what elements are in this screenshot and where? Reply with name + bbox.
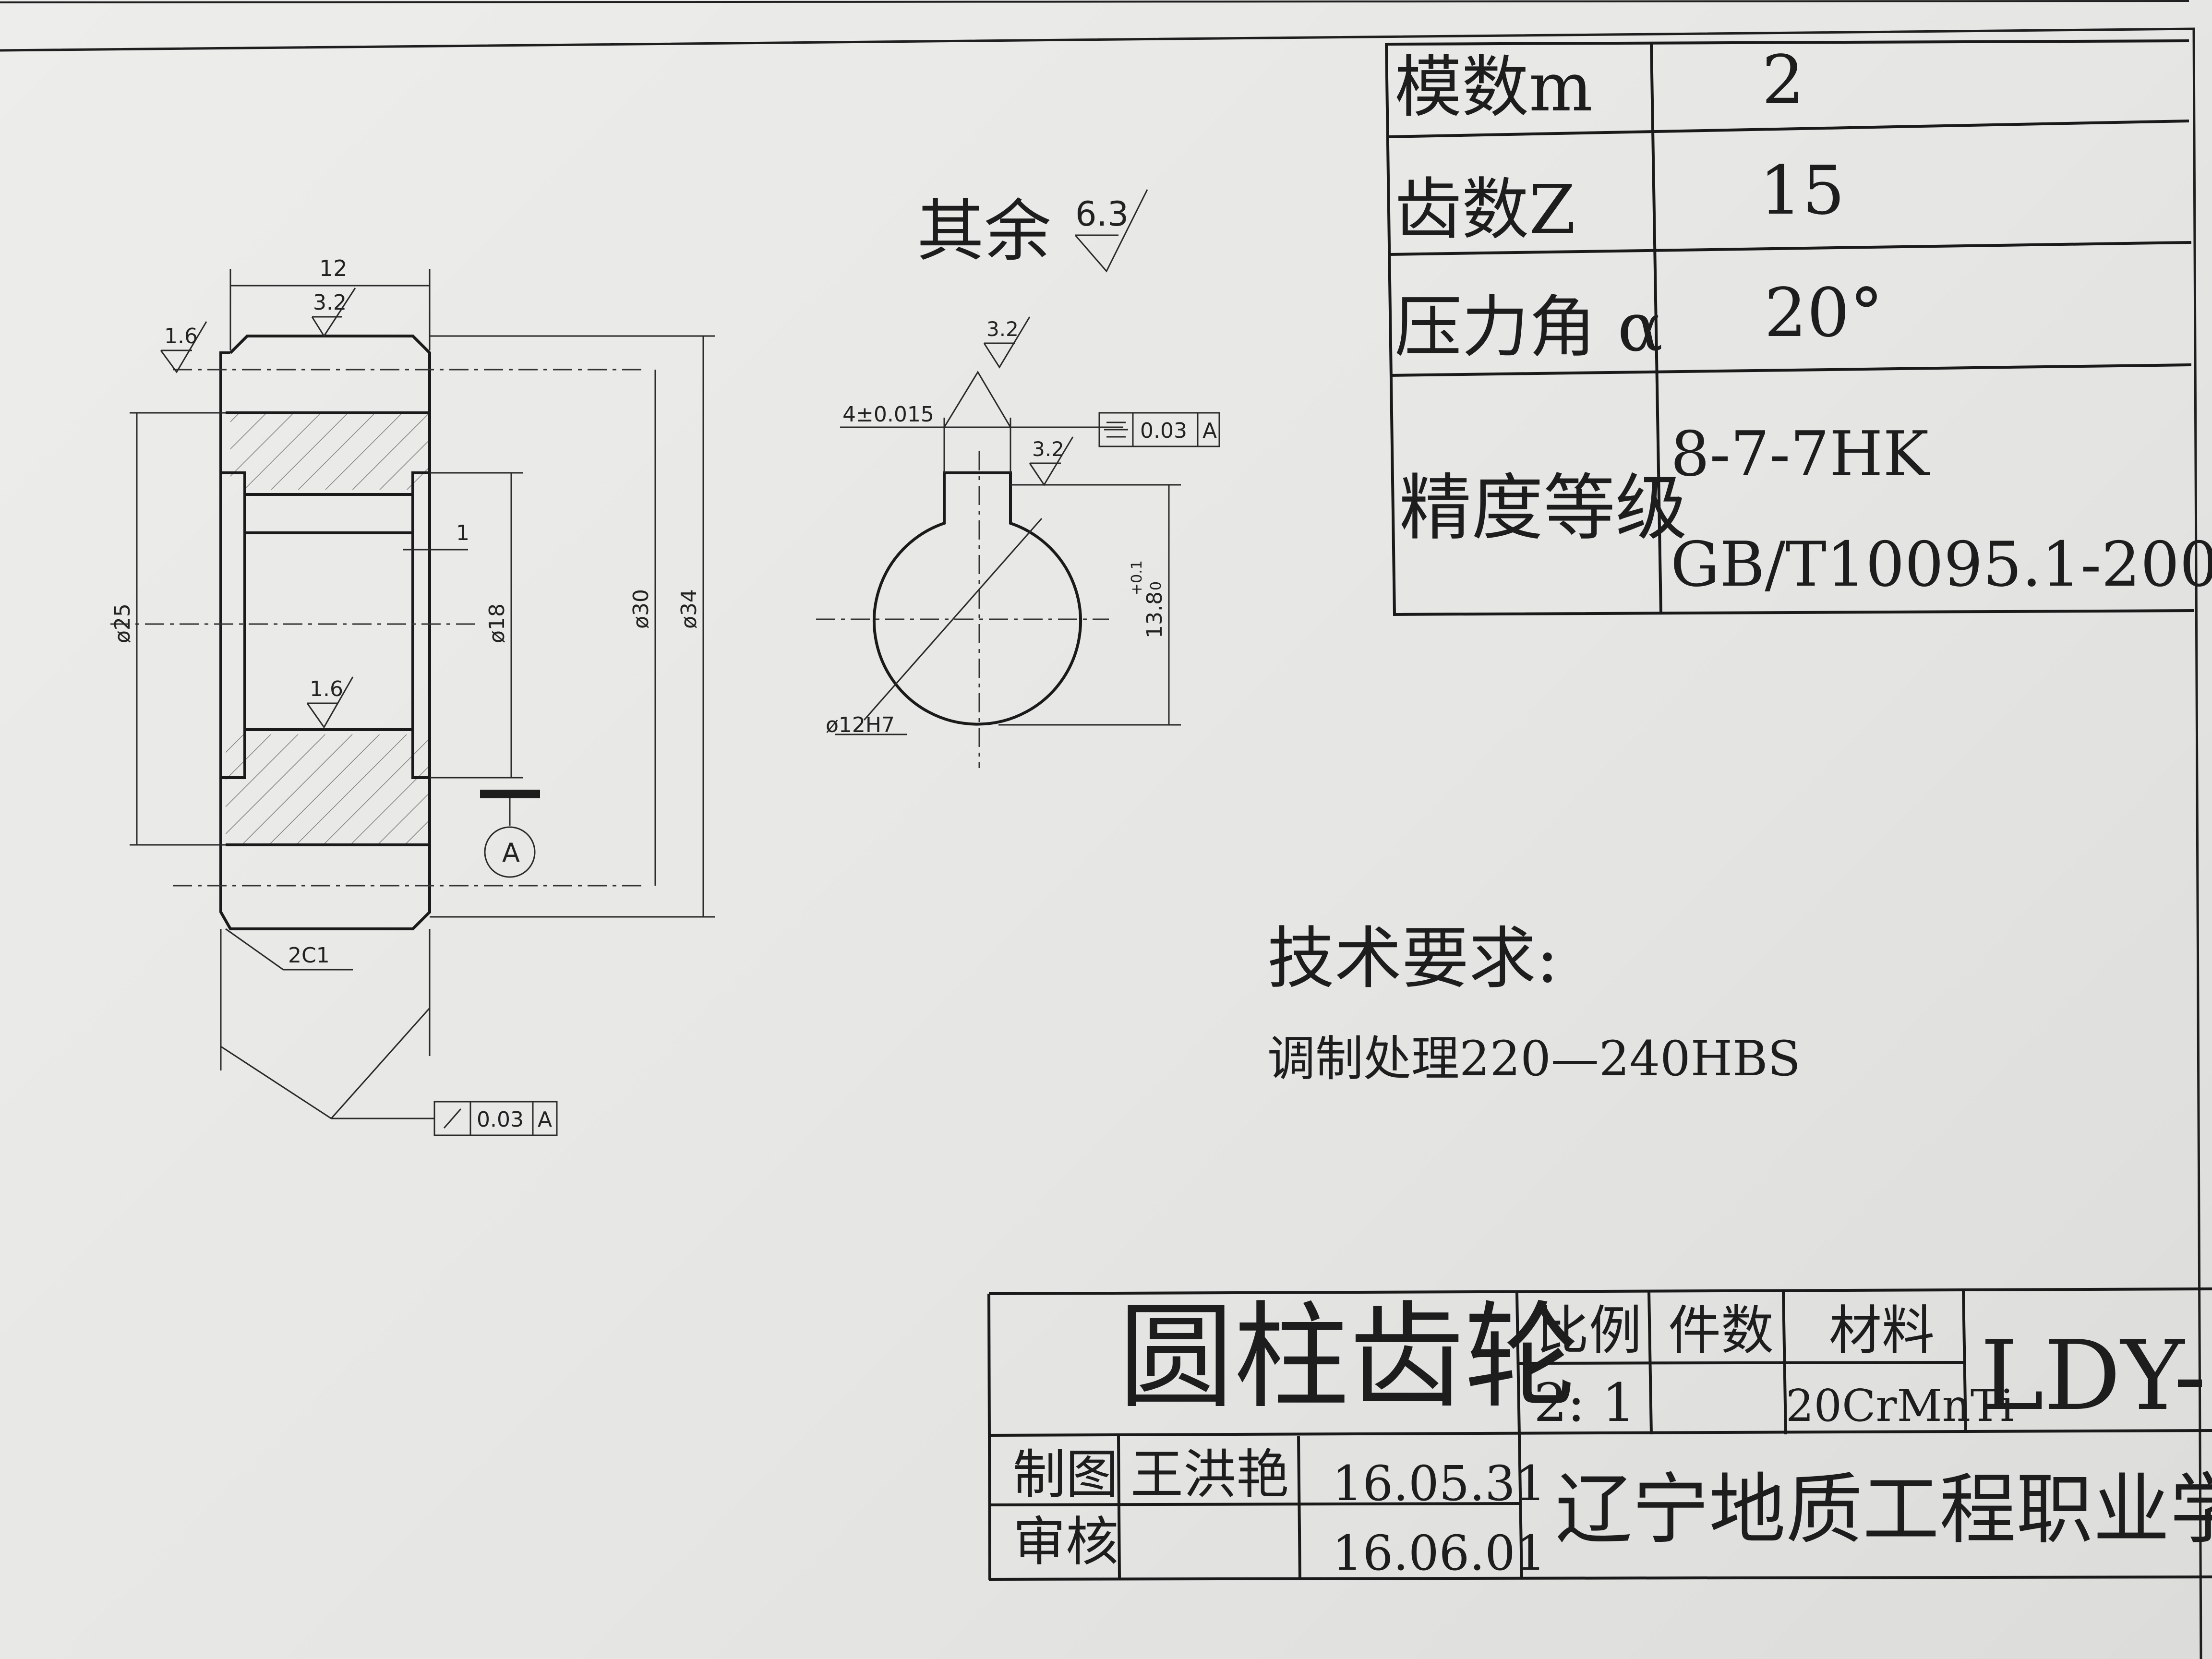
bore-keyway-view: ø12H7 4±0.015 3.2 3.2 0.03 A [816, 316, 1220, 768]
roughness-note-prefix: 其余 [917, 192, 1051, 271]
drawn-label: 制图 [1013, 1444, 1118, 1505]
pressure-angle-label: 压力角 α [1395, 289, 1663, 367]
pressure-angle-value: 20° [1764, 274, 1883, 352]
title-block: 圆柱齿轮 比例 2: 1 件数 材料 20CrMnTi LDY-0 制图 王洪艳… [987, 1287, 2212, 1581]
dia-25-dimension: ø25 [110, 603, 135, 643]
general-roughness-note: 其余 6.3 [917, 189, 1148, 273]
roughness-key-top: 3.2 [986, 317, 1019, 341]
width-dimension: 12 [319, 255, 348, 281]
keyway-tol-upper: +0.1 [1129, 560, 1145, 595]
roughness-bore: 1.6 [310, 677, 343, 701]
scale-value: 2: 1 [1534, 1372, 1635, 1433]
module-value: 2 [1762, 41, 1804, 120]
scale-label: 比例 [1536, 1300, 1642, 1361]
teeth-value: 15 [1759, 152, 1845, 230]
roughness-top: 3.2 [313, 290, 347, 315]
module-label: 模数m [1395, 48, 1593, 127]
material-value: 20CrMnTi [1786, 1380, 2014, 1431]
symmetry-tolerance-frame: 0.03 A [1098, 412, 1220, 447]
part-name: 圆柱齿轮 [1118, 1290, 1579, 1424]
school-name: 辽宁地质工程职业学院 [1555, 1465, 2212, 1554]
key-width-dimension: 4±0.015 [842, 402, 934, 427]
material-label: 材料 [1829, 1300, 1935, 1361]
bore-diameter: ø12H7 [826, 713, 895, 737]
tech-req-title: 技术要求: [1267, 920, 1559, 998]
runout-tolerance-frame: 0.03 A [433, 1101, 558, 1136]
step-dimension: 1 [456, 521, 469, 545]
dia-18-dimension: ø18 [485, 603, 509, 643]
gear-section-view: 12 3.2 1.6 1.6 ø25 ø18 ø30 ø34 1 A [110, 255, 715, 1136]
symmetry-datum: A [1202, 419, 1217, 443]
roughness-key-side: 3.2 [1032, 437, 1064, 461]
tech-req-item: 调制处理220—240HBS [1267, 1031, 1801, 1087]
checked-date: 16.06.01 [1332, 1525, 1546, 1581]
symmetry-symbol-icon [1104, 421, 1128, 438]
runout-tolerance: 0.03 [477, 1107, 524, 1132]
runout-datum: A [538, 1107, 552, 1132]
drawn-date: 16.05.31 [1332, 1455, 1546, 1512]
quantity-label: 件数 [1668, 1300, 1774, 1361]
teeth-label: 齿数Z [1395, 171, 1575, 249]
drawing-number: LDY-0 [1980, 1320, 2212, 1432]
drawn-name: 王洪艳 [1130, 1444, 1289, 1505]
roughness-note-value: 6.3 [1075, 194, 1129, 234]
technical-requirements: 技术要求: 调制处理220—240HBS [1267, 920, 1801, 1087]
dia-34-dimension: ø34 [677, 589, 701, 629]
dia-30-dimension: ø30 [629, 589, 653, 629]
roughness-left: 1.6 [164, 324, 198, 349]
keyway-depth: 13.8 [1142, 591, 1167, 638]
paper-edge [0, 0, 2189, 3]
symmetry-tolerance: 0.03 [1140, 419, 1187, 443]
gear-parameter-table: 模数m 2 齿数Z 15 压力角 α 20° 精度等级 8-7-7HK GB/T… [1385, 39, 2212, 616]
chamfer-note: 2C1 [288, 943, 330, 968]
keyway-tol-lower: 0 [1148, 581, 1165, 590]
accuracy-grade: 8-7-7HK [1671, 419, 1930, 490]
checked-label: 审核 [1013, 1511, 1118, 1573]
datum-label: A [502, 838, 520, 868]
accuracy-label: 精度等级 [1399, 467, 1687, 550]
runout-symbol-icon [443, 1108, 462, 1129]
accuracy-standard: GB/T10095.1-2008 [1671, 529, 2212, 601]
drawing-border [0, 27, 2202, 1659]
